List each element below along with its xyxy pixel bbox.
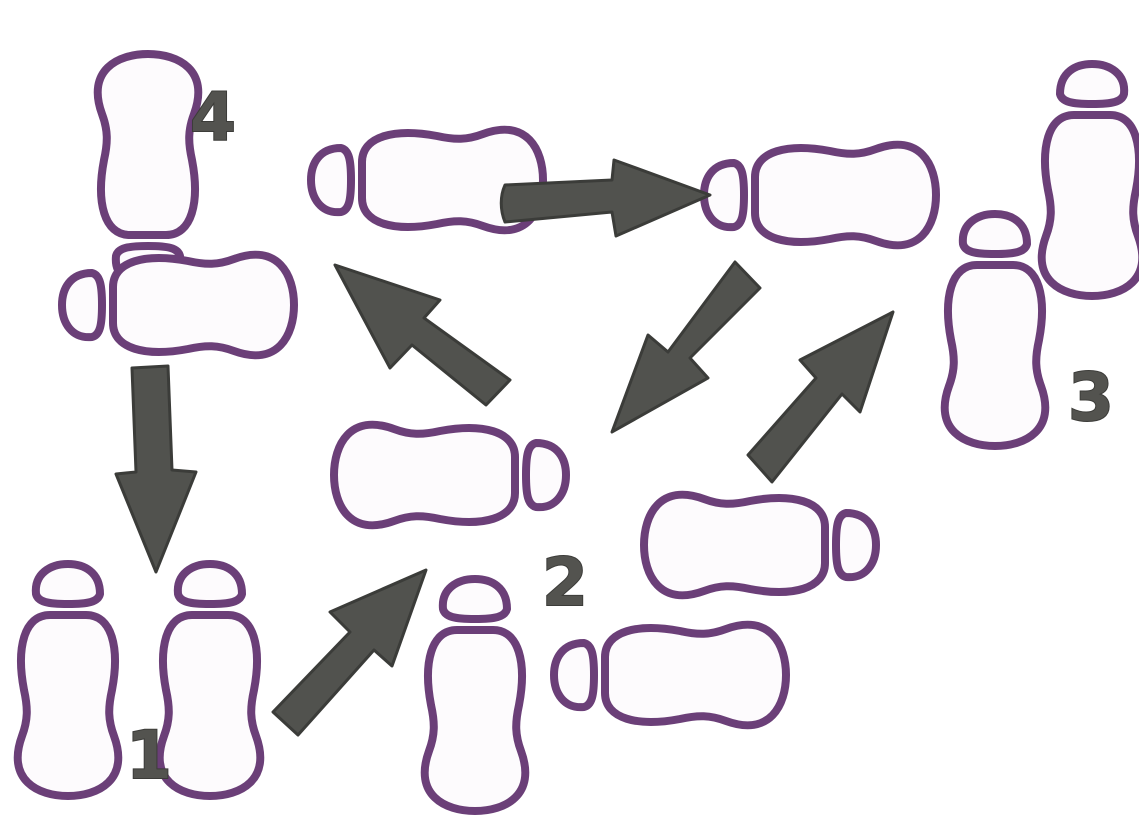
footprint-icon [704,145,936,246]
arrow-icon [271,568,428,737]
step-number-2: 2 [542,544,588,621]
footprint-icon [554,625,786,726]
footprint-icon [945,214,1046,446]
footprint-icon [98,54,199,286]
footprint-icon [425,579,526,811]
footprint-icon [18,564,119,796]
arrow-icon [746,310,895,484]
step-number-4: 4 [190,79,236,156]
footprint-icon [62,255,294,356]
footprint-icon [160,564,261,796]
step-number-1: 1 [126,717,172,794]
footprint-icon [1042,64,1139,296]
arrow-icon [114,364,198,574]
footprint-icon [334,425,566,526]
arrow-icon [610,260,762,434]
arrow-icon [499,158,712,238]
step-number-3: 3 [1068,359,1114,436]
arrow-icon [333,263,512,407]
footprint-icon [644,495,876,596]
